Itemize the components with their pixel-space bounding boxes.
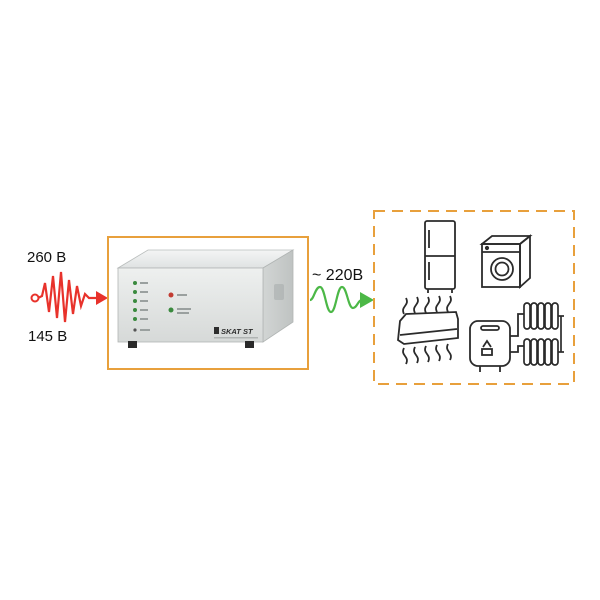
indicator-led [133, 308, 137, 312]
radiator-icon [523, 302, 564, 366]
water-heater-icon [469, 313, 524, 372]
brand-logo-icon [214, 327, 219, 334]
output-wave-line [309, 285, 363, 314]
output-voltage-wave-icon [309, 285, 374, 314]
air-conditioner-icon [397, 295, 459, 365]
indicator-led [133, 290, 137, 294]
status-led-green [168, 307, 174, 313]
stabilizer-device: SKAT ST [116, 249, 295, 348]
indicator-led [133, 317, 137, 321]
indicator-led [133, 281, 137, 285]
stabilizer-indicator-column [133, 281, 150, 332]
washing-machine-icon [479, 234, 533, 290]
input-terminal-icon [30, 293, 40, 303]
device-brand-label: SKAT ST [221, 327, 254, 336]
appliances-frame [373, 210, 575, 385]
output-arrow-icon [360, 292, 374, 308]
output-voltage-label: ~ 220В [312, 267, 364, 284]
input-arrow-icon [96, 291, 108, 305]
device-foot [128, 341, 137, 348]
refrigerator-icon [424, 220, 456, 293]
stabilizer-frame [107, 236, 309, 370]
input-wave-line [37, 271, 98, 323]
device-foot [245, 341, 254, 348]
indicator-led [133, 299, 137, 303]
input-voltage-wave-icon [30, 271, 108, 323]
input-high-voltage-label: 260 В [27, 249, 67, 266]
status-led-red [168, 292, 174, 298]
input-low-voltage-label: 145 В [28, 328, 68, 345]
